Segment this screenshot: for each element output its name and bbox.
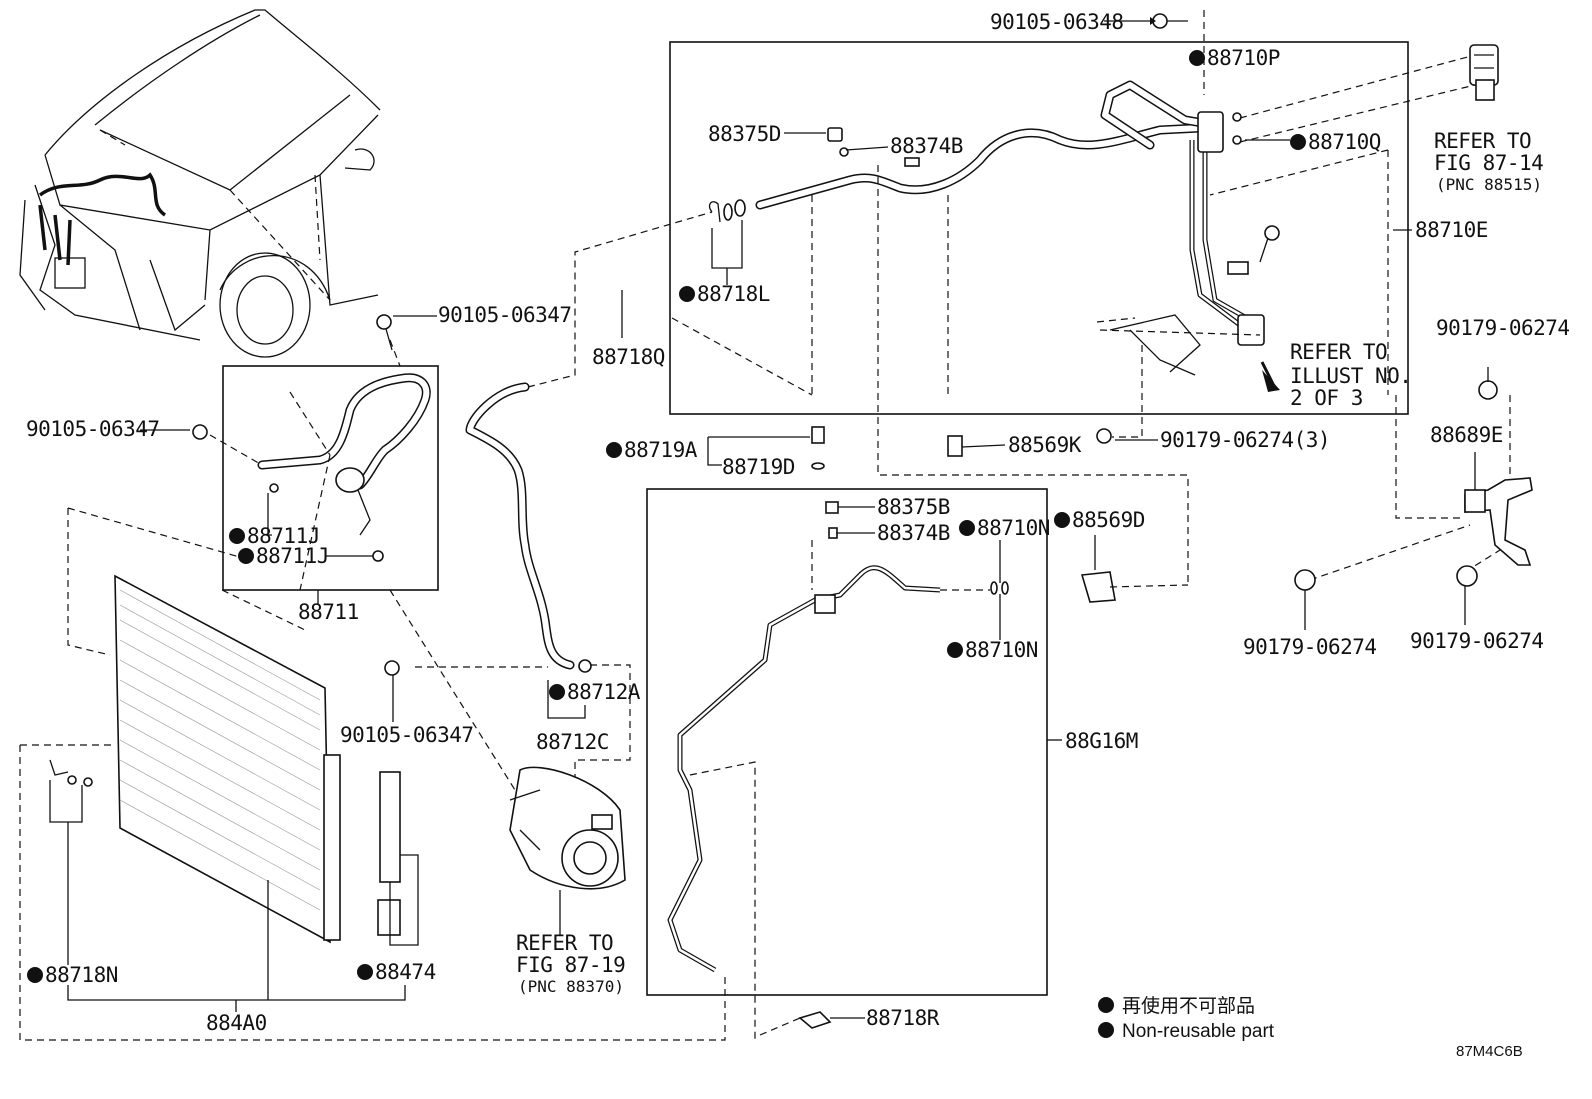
label-88569D: 88569D bbox=[1072, 508, 1145, 532]
label-88718N: 88718N bbox=[45, 963, 118, 987]
ref-fig87-19-line1: REFER TO bbox=[516, 931, 613, 955]
label-88375B: 88375B bbox=[877, 495, 950, 519]
group-box-88G16M bbox=[646, 488, 1048, 996]
part-labels: 90105-06348 88710P 88375D 88374B 88710Q … bbox=[26, 10, 1570, 1035]
label-88710N-upper: 88710N bbox=[977, 516, 1050, 540]
leader-lines bbox=[49, 132, 1489, 1019]
label-90105-06347-upper: 90105-06347 bbox=[438, 303, 572, 327]
fastener-90105-06348 bbox=[1104, 13, 1188, 29]
liquid-pipe-group bbox=[646, 426, 1189, 1040]
label-88719D: 88719D bbox=[722, 455, 795, 479]
compressor-87-19 bbox=[509, 766, 626, 890]
label-88718Q: 88718Q bbox=[592, 345, 665, 369]
label-90105-06348: 90105-06348 bbox=[990, 10, 1124, 34]
label-88569K: 88569K bbox=[1008, 433, 1082, 457]
receiver-part-87-14 bbox=[1469, 44, 1499, 101]
discharge-hose-group bbox=[67, 314, 516, 791]
label-90179-06274-lower-right: 90179-06274 bbox=[1410, 629, 1544, 653]
label-90179-06274-right-top: 90179-06274 bbox=[1436, 316, 1570, 340]
label-88712C: 88712C bbox=[536, 730, 609, 754]
ref-fig87-14-line2: FIG 87-14 bbox=[1434, 151, 1543, 175]
legend: 再使用不可部品 Non-reusable part bbox=[1098, 995, 1275, 1042]
group-box-88711 bbox=[222, 365, 439, 591]
cap-88375D bbox=[827, 127, 843, 142]
vehicle-front-illustration bbox=[19, 9, 381, 358]
label-88710N-lower: 88710N bbox=[965, 638, 1038, 662]
suction-hose-assembly-group bbox=[669, 10, 1476, 585]
ref-fig87-19-line2: FIG 87-19 bbox=[516, 953, 625, 977]
label-88689E: 88689E bbox=[1430, 423, 1503, 447]
ref-illust2-line2: ILLUST NO. bbox=[1290, 364, 1411, 388]
condenser-884A0 bbox=[19, 574, 726, 1041]
label-88374B-mid: 88374B bbox=[877, 521, 950, 545]
bracket-88689E bbox=[1294, 380, 1533, 591]
label-88711J-a: 88711J bbox=[247, 524, 320, 548]
label-884A0: 884A0 bbox=[206, 1011, 267, 1035]
label-88375D: 88375D bbox=[708, 122, 781, 146]
label-88719A: 88719A bbox=[624, 438, 698, 462]
label-88711J-b: 88711J bbox=[256, 544, 329, 568]
label-88711: 88711 bbox=[298, 600, 359, 624]
ref-illust2-line3: 2 OF 3 bbox=[1290, 386, 1363, 410]
ref-illust2-line1: REFER TO bbox=[1290, 340, 1387, 364]
label-90105-06347-lower: 90105-06347 bbox=[340, 723, 474, 747]
label-88718R: 88718R bbox=[866, 1006, 940, 1030]
label-88712A: 88712A bbox=[567, 680, 641, 704]
ref-fig87-19-line3: (PNC 88370) bbox=[518, 977, 624, 996]
group-box-88710E bbox=[669, 41, 1409, 415]
label-88710P: 88710P bbox=[1207, 46, 1280, 70]
ref-fig87-14-line3: (PNC 88515) bbox=[1436, 175, 1542, 194]
label-88474: 88474 bbox=[375, 960, 436, 984]
diagram-code: 87M4C6B bbox=[1456, 1043, 1523, 1060]
label-88374B-top: 88374B bbox=[890, 134, 963, 158]
label-88710Q: 88710Q bbox=[1308, 130, 1381, 154]
ref-fig87-14-line1: REFER TO bbox=[1434, 129, 1531, 153]
label-90179-06274-lower-left: 90179-06274 bbox=[1243, 635, 1377, 659]
label-88718L: 88718L bbox=[697, 282, 770, 306]
label-88710E: 88710E bbox=[1415, 218, 1488, 242]
label-90105-06347-left: 90105-06347 bbox=[26, 417, 160, 441]
hose-88712C bbox=[384, 211, 713, 790]
label-90179-06274-3: 90179-06274(3) bbox=[1160, 428, 1330, 452]
legend-line-japanese: 再使用不可部品 bbox=[1122, 995, 1255, 1017]
label-88G16M: 88G16M bbox=[1065, 729, 1138, 753]
legend-line-english: Non-reusable part bbox=[1122, 1021, 1275, 1042]
